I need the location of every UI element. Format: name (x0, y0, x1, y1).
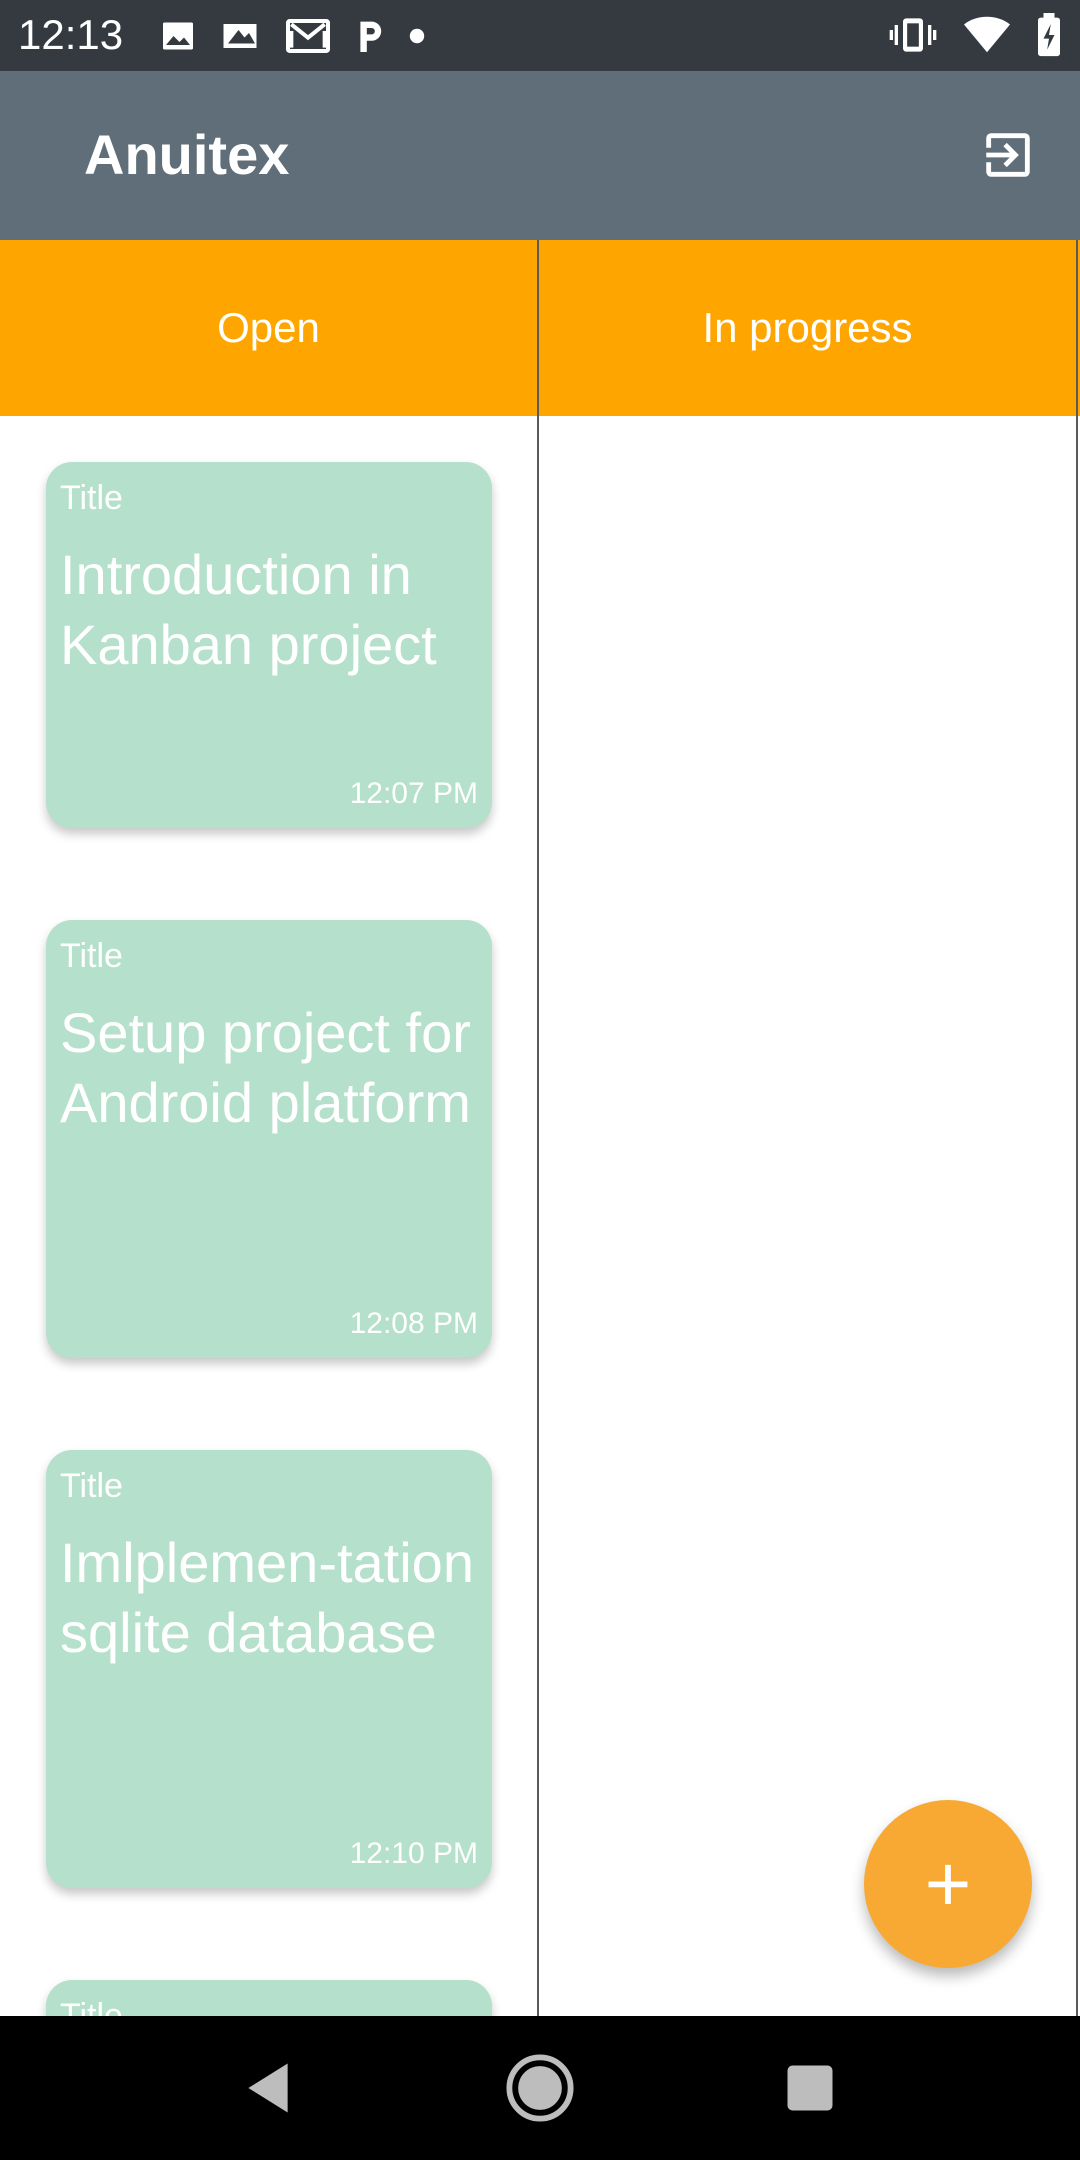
card-time: 12:07 PM (349, 777, 478, 810)
home-icon (506, 2054, 574, 2122)
card-title: Imlplemen-tation sqlite database (60, 1531, 474, 1664)
back-icon (248, 2063, 288, 2113)
notification-icons (160, 14, 426, 58)
column-header-open[interactable]: Open (217, 304, 320, 351)
add-task-button[interactable]: + (864, 1800, 1032, 1968)
task-card[interactable]: Title Imlplemen-tation sqlite database 1… (46, 1450, 492, 1888)
column-divider (537, 416, 539, 2016)
card-time: 12:10 PM (349, 1837, 478, 1870)
app-bar: Anuitex (0, 71, 1080, 240)
logout-button[interactable] (976, 123, 1040, 187)
task-card[interactable]: Title Setup project for Android platform… (46, 920, 492, 1358)
recents-button[interactable] (770, 2048, 850, 2128)
card-title: Introduction in Kanban project (60, 543, 437, 676)
task-card[interactable]: Title (46, 1980, 492, 2016)
home-button[interactable] (500, 2048, 580, 2128)
card-label: Title (60, 479, 123, 517)
gallery-icon (223, 24, 257, 48)
status-time: 12:13 (18, 11, 124, 58)
plus-icon: + (924, 1839, 972, 1928)
parking-icon (360, 21, 382, 52)
vibrate-icon (889, 18, 937, 52)
task-card[interactable]: Title Introduction in Kanban project 12:… (46, 462, 492, 828)
image-icon (163, 22, 193, 50)
kanban-board[interactable]: Title Introduction in Kanban project 12:… (0, 416, 1080, 2016)
card-label: Title (60, 1467, 123, 1505)
card-label: Title (60, 1997, 123, 2016)
card-label: Title (60, 937, 123, 975)
system-icons (888, 12, 1062, 58)
back-button[interactable] (228, 2048, 308, 2128)
column-divider (1076, 416, 1078, 2016)
card-time: 12:08 PM (349, 1307, 478, 1340)
status-bar: 12:13 (0, 0, 1080, 71)
column-divider (1076, 240, 1078, 416)
wifi-icon (964, 16, 1010, 53)
card-title: Setup project for Android platform (60, 1001, 471, 1134)
battery-icon (1038, 13, 1060, 57)
column-headers: Open In progress (0, 240, 1080, 416)
column-header-in-progress[interactable]: In progress (702, 304, 913, 351)
navigation-bar (0, 2016, 1080, 2160)
app-title: Anuitex (84, 123, 290, 186)
recents-icon (787, 2065, 833, 2111)
logout-icon (986, 133, 1030, 177)
column-divider (537, 240, 539, 416)
dot-icon (409, 28, 425, 44)
gmail-icon (286, 19, 330, 53)
